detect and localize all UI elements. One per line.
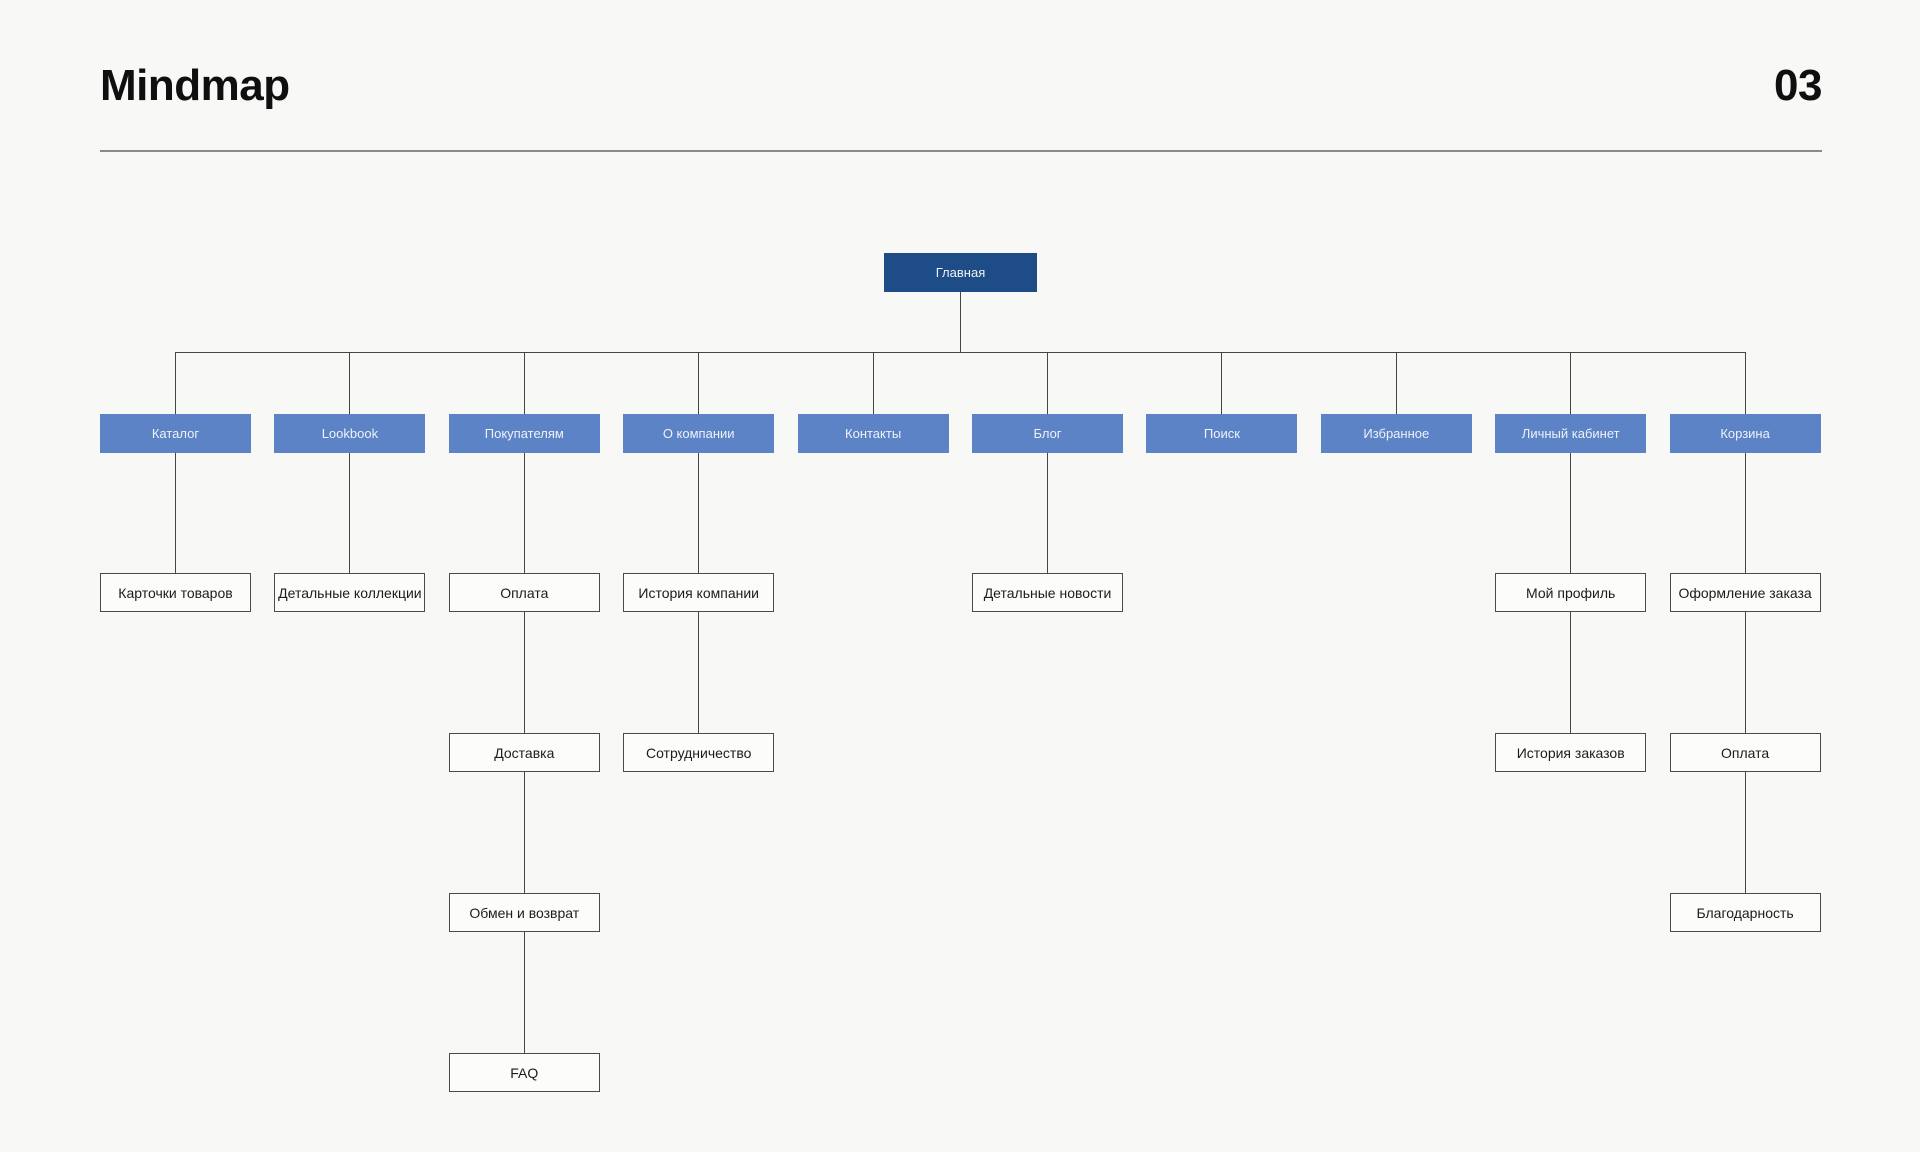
connector-line — [1047, 352, 1048, 414]
header: Mindmap 03 — [100, 61, 1822, 110]
branch-node: Личный кабинет — [1495, 414, 1647, 453]
connector-line — [175, 352, 1746, 353]
leaf-node: История заказов — [1495, 733, 1647, 772]
connector-line — [1744, 612, 1746, 733]
connector-line — [1221, 352, 1223, 414]
leaf-node: FAQ — [448, 1053, 600, 1092]
connector-line — [1744, 352, 1746, 414]
connector-line — [175, 352, 176, 414]
leaf-node: Обмен и возврат — [448, 893, 600, 932]
connector-line — [1744, 453, 1746, 573]
leaf-node: Мой профиль — [1495, 573, 1647, 612]
leaf-node: История компании — [623, 573, 775, 612]
branch-node: Корзина — [1669, 414, 1821, 453]
connector-line — [349, 352, 351, 414]
connector-line — [523, 612, 525, 733]
branch-node: Блог — [972, 414, 1123, 453]
connector-line — [1744, 772, 1746, 893]
connector-line — [523, 932, 525, 1053]
connector-line — [175, 453, 176, 573]
connector-line — [698, 612, 700, 733]
connector-line — [523, 772, 525, 893]
page-number: 03 — [1774, 61, 1822, 110]
connector-line — [872, 352, 874, 414]
connector-line — [1570, 612, 1572, 733]
connector-line — [960, 292, 961, 352]
connector-line — [523, 352, 525, 414]
branch-node: Избранное — [1320, 414, 1472, 453]
root-node: Главная — [884, 253, 1037, 292]
page-title: Mindmap — [100, 61, 290, 110]
leaf-node: Оформление заказа — [1669, 573, 1821, 612]
connector-line — [523, 453, 525, 573]
leaf-node: Оплата — [1669, 733, 1821, 772]
connector-line — [698, 453, 700, 573]
header-divider — [100, 150, 1822, 152]
branch-node: Каталог — [100, 414, 251, 453]
connector-line — [1047, 453, 1048, 573]
connector-line — [698, 352, 700, 414]
leaf-node: Детальные коллекции — [274, 573, 426, 612]
branch-node: О компании — [623, 414, 775, 453]
leaf-node: Сотрудничество — [623, 733, 775, 772]
leaf-node: Оплата — [448, 573, 600, 612]
connector-line — [1570, 453, 1572, 573]
leaf-node: Детальные новости — [972, 573, 1123, 612]
connector-line — [1570, 352, 1572, 414]
branch-node: Поиск — [1146, 414, 1298, 453]
leaf-node: Карточки товаров — [100, 573, 251, 612]
branch-node: Контакты — [797, 414, 949, 453]
branch-node: Покупателям — [448, 414, 600, 453]
connector-line — [1395, 352, 1397, 414]
leaf-node: Доставка — [448, 733, 600, 772]
branch-node: Lookbook — [274, 414, 426, 453]
connector-line — [349, 453, 351, 573]
leaf-node: Благодарность — [1669, 893, 1821, 932]
